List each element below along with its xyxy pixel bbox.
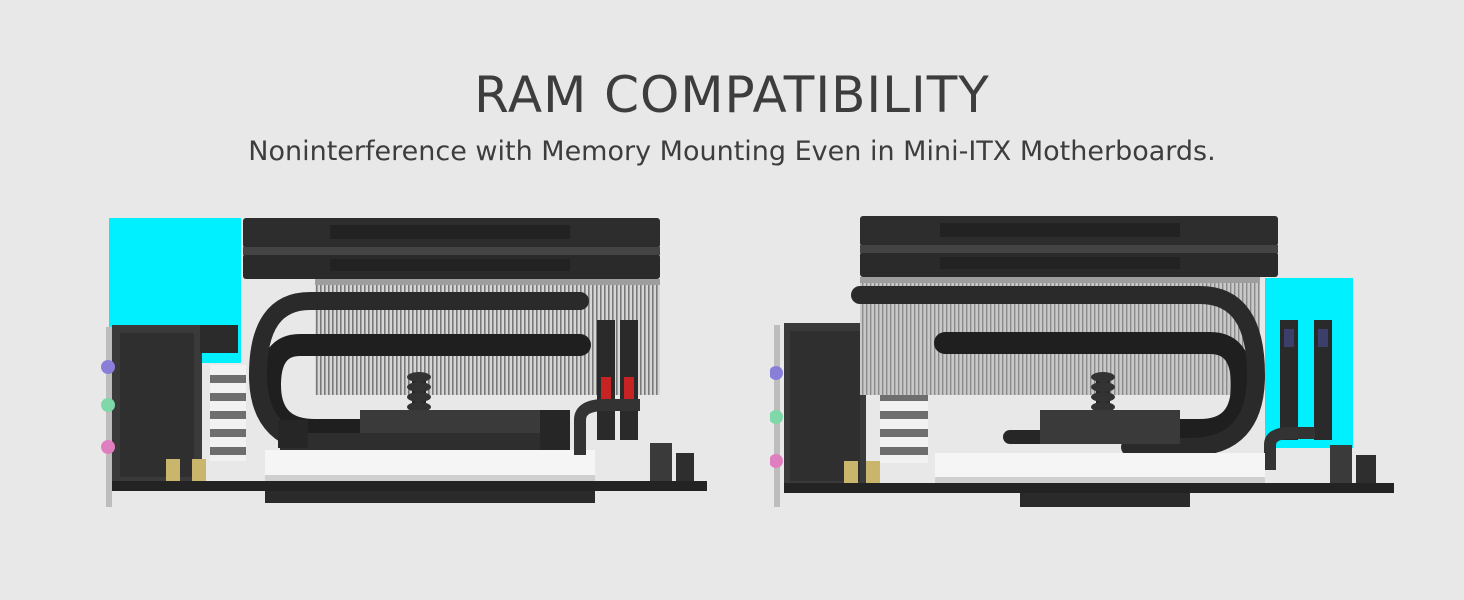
- audio-jack-icon: [770, 454, 783, 468]
- cooler-left-illustration: [101, 218, 707, 507]
- retention-clip: [1264, 427, 1315, 470]
- cooler-base: [1040, 410, 1180, 444]
- capacitors: [844, 445, 1376, 485]
- cooler-right-illustration: [770, 216, 1394, 507]
- page-title: RAM COMPATIBILITY: [474, 66, 990, 124]
- mounting-spring: [407, 372, 431, 415]
- ram-modules: [1280, 320, 1332, 440]
- cpu-socket: [265, 450, 595, 478]
- vrm-heatsink: [210, 365, 246, 461]
- fan: [860, 216, 1278, 277]
- cpu-socket: [935, 453, 1265, 479]
- audio-jack-icon: [101, 360, 115, 374]
- audio-jack-icon: [101, 398, 115, 412]
- audio-jack-icon: [101, 440, 115, 454]
- fan: [243, 218, 660, 279]
- retention-clip: [574, 399, 640, 455]
- audio-jack-icon: [770, 366, 783, 380]
- mounting-spring: [1091, 372, 1115, 415]
- motherboard: [112, 481, 707, 491]
- motherboard: [784, 483, 1394, 493]
- io-bracket: [106, 327, 112, 507]
- page-subtitle: Noninterference with Memory Mounting Eve…: [248, 136, 1216, 167]
- audio-jack-icon: [770, 410, 783, 424]
- capacitors: [166, 443, 694, 483]
- clearance-highlight: [1265, 278, 1353, 448]
